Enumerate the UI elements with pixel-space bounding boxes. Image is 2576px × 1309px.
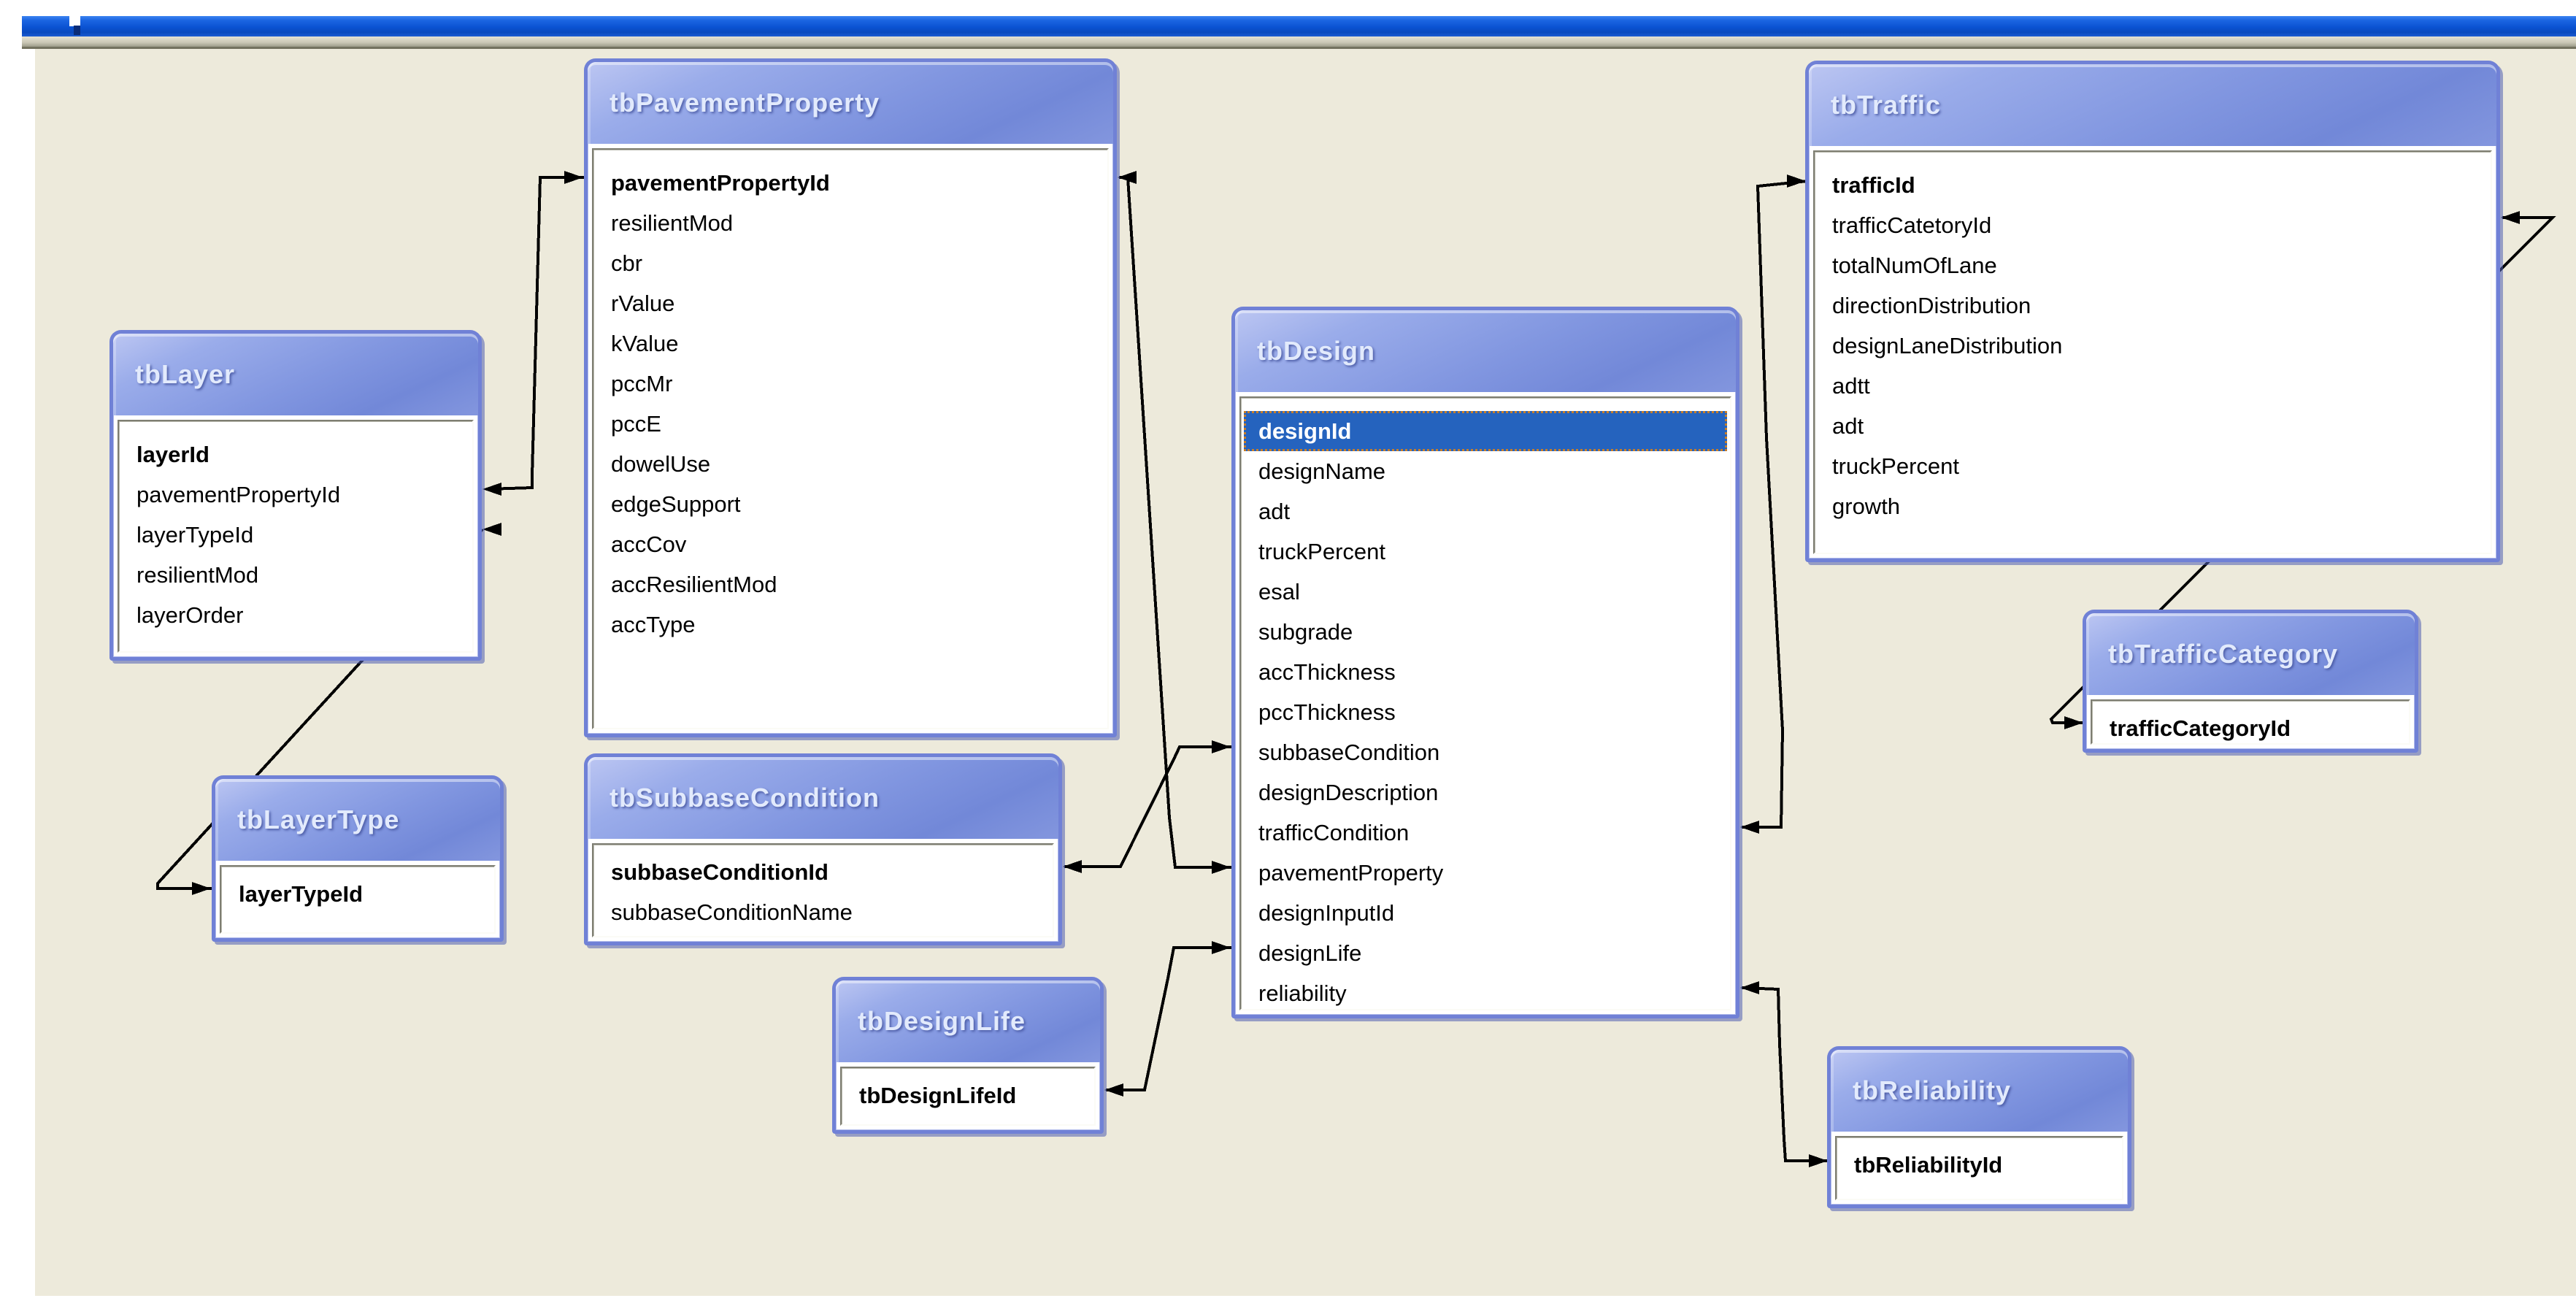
field-row-pavementproperty[interactable]: pavementProperty	[1258, 860, 1444, 886]
field-row-reliability[interactable]: reliability	[1258, 980, 1347, 1006]
table-header[interactable]: tbLayer	[113, 334, 478, 415]
table-tbdesign[interactable]: tbDesign designId designName adt truckPercen…	[1231, 307, 1739, 1018]
field-row-adt[interactable]: adt	[1258, 499, 1291, 524]
field-row-trafficcategoryid[interactable]: trafficCategoryId	[2110, 715, 2291, 741]
field-row-truckpercent[interactable]: truckPercent	[1258, 539, 1386, 564]
table-field-list: subbaseConditionId subbaseConditionName	[592, 843, 1054, 937]
field-row-totalnumoflane[interactable]: totalNumOfLane	[1832, 253, 1997, 278]
field-row-resilientmod[interactable]: resilientMod	[611, 210, 734, 236]
table-title: tbTraffic	[1831, 90, 1942, 120]
table-title: tbDesignLife	[858, 1006, 1026, 1036]
field-row-layertypeid[interactable]: layerTypeId	[239, 881, 364, 907]
table-header[interactable]: tbPavementProperty	[588, 62, 1113, 144]
table-tbreliability[interactable]: tbReliability tbReliabilityId	[1827, 1046, 2131, 1208]
field-row-growth[interactable]: growth	[1832, 494, 1901, 519]
left-margin	[0, 49, 35, 1309]
field-row-designid[interactable]: designId	[1244, 411, 1727, 451]
table-header[interactable]: tbSubbaseCondition	[588, 757, 1058, 839]
field-row-designlanedistribution[interactable]: designLaneDistribution	[1832, 333, 2063, 358]
field-row-accthickness[interactable]: accThickness	[1258, 659, 1396, 685]
table-title: tbTrafficCategory	[2108, 639, 2339, 669]
field-row-pccthickness[interactable]: pccThickness	[1258, 699, 1396, 725]
table-header[interactable]: tbTrafficCategory	[2086, 613, 2415, 695]
table-field-list: tbDesignLifeId	[840, 1067, 1096, 1126]
field-row-truckpercent[interactable]: truckPercent	[1832, 453, 1960, 479]
table-field-list: layerId pavementPropertyId layerTypeId resi…	[118, 420, 474, 653]
field-row-esal[interactable]: esal	[1258, 579, 1300, 604]
table-header[interactable]: tbLayerType	[215, 779, 500, 861]
field-row-pavementpropertyid[interactable]: pavementPropertyId	[611, 170, 830, 196]
window-titlebar[interactable]	[22, 16, 2576, 37]
field-row-designname[interactable]: designName	[1258, 458, 1386, 484]
table-field-list: pavementPropertyId resilientMod cbr rValue k…	[592, 148, 1109, 729]
bottom-margin	[35, 1296, 2576, 1309]
field-row-trafficcatetoryid[interactable]: trafficCatetoryId	[1832, 212, 1992, 238]
field-row-kvalue[interactable]: kValue	[611, 331, 679, 356]
table-title: tbPavementProperty	[610, 88, 880, 118]
field-row-designlife[interactable]: designLife	[1258, 940, 1362, 966]
table-tblayer[interactable]: tbLayer layerId pavementPropertyId layerTyp…	[109, 330, 482, 661]
table-tbtrafficcategory[interactable]: tbTrafficCategory trafficCategoryId	[2083, 610, 2418, 753]
table-title: tbSubbaseCondition	[610, 783, 880, 813]
table-title: tbLayerType	[237, 805, 400, 834]
field-row-pccmr[interactable]: pccMr	[611, 371, 673, 396]
field-row-adt[interactable]: adt	[1832, 413, 1864, 439]
table-tbtraffic[interactable]: tbTraffic trafficId trafficCatetoryId total…	[1805, 61, 2500, 562]
table-title: tbLayer	[135, 359, 236, 389]
field-row-pcce[interactable]: pccE	[611, 411, 661, 437]
field-row-accresilientmod[interactable]: accResilientMod	[611, 572, 777, 597]
table-tbdesignlife[interactable]: tbDesignLife tbDesignLifeId	[832, 977, 1104, 1134]
table-header[interactable]: tbTraffic	[1809, 64, 2496, 146]
table-field-list: trafficCategoryId	[2091, 699, 2410, 745]
field-row-acctype[interactable]: accType	[611, 612, 696, 637]
text-cursor-artifact	[69, 16, 80, 35]
toolbar-edge	[22, 37, 2576, 49]
table-tblayertype[interactable]: tbLayerType layerTypeId	[212, 775, 504, 942]
field-row-cbr[interactable]: cbr	[611, 250, 643, 276]
table-field-list: layerTypeId	[220, 865, 496, 934]
field-row-subbaseconditionid[interactable]: subbaseConditionId	[611, 859, 828, 885]
field-row-subgrade[interactable]: subgrade	[1258, 619, 1353, 645]
field-row-trafficid[interactable]: trafficId	[1832, 172, 1915, 198]
table-title: tbReliability	[1853, 1075, 2012, 1105]
field-row-designinputid[interactable]: designInputId	[1258, 900, 1395, 926]
table-title: tbDesign	[1257, 336, 1376, 366]
field-row-adtt[interactable]: adtt	[1832, 373, 1870, 399]
field-row-tbdesignlifeid[interactable]: tbDesignLifeId	[859, 1083, 1017, 1108]
table-header[interactable]: tbDesignLife	[836, 980, 1100, 1062]
table-header[interactable]: tbReliability	[1831, 1050, 2128, 1132]
field-row-subbaseconditionname[interactable]: subbaseConditionName	[611, 899, 853, 925]
field-row-edgesupport[interactable]: edgeSupport	[611, 491, 741, 517]
table-tbpavementproperty[interactable]: tbPavementProperty pavementPropertyId resi…	[584, 58, 1117, 737]
field-row-doweluse[interactable]: dowelUse	[611, 451, 711, 477]
field-row-layerid[interactable]: layerId	[137, 442, 209, 467]
field-row-tbreliabilityid[interactable]: tbReliabilityId	[1854, 1152, 2003, 1178]
field-row-acccov[interactable]: accCov	[611, 531, 687, 557]
table-field-list: trafficId trafficCatetoryId totalNumOfLane…	[1813, 150, 2492, 554]
table-header[interactable]: tbDesign	[1235, 310, 1736, 392]
field-row-layertypeid[interactable]: layerTypeId	[137, 522, 254, 548]
field-row-trafficcondition[interactable]: trafficCondition	[1258, 820, 1410, 845]
field-row-layerorder[interactable]: layerOrder	[137, 602, 244, 628]
field-row-pavementpropertyid[interactable]: pavementPropertyId	[137, 482, 341, 507]
field-row-directiondistribution[interactable]: directionDistribution	[1832, 293, 2031, 318]
field-row-rvalue[interactable]: rValue	[611, 291, 675, 316]
field-row-designdescription[interactable]: designDescription	[1258, 780, 1439, 805]
field-row-resilientmod[interactable]: resilientMod	[137, 562, 259, 588]
table-field-list: tbReliabilityId	[1835, 1136, 2123, 1200]
field-row-subbasecondition[interactable]: subbaseCondition	[1258, 740, 1440, 765]
table-field-list: designId designName adt truckPercent esal sub…	[1239, 396, 1731, 1010]
